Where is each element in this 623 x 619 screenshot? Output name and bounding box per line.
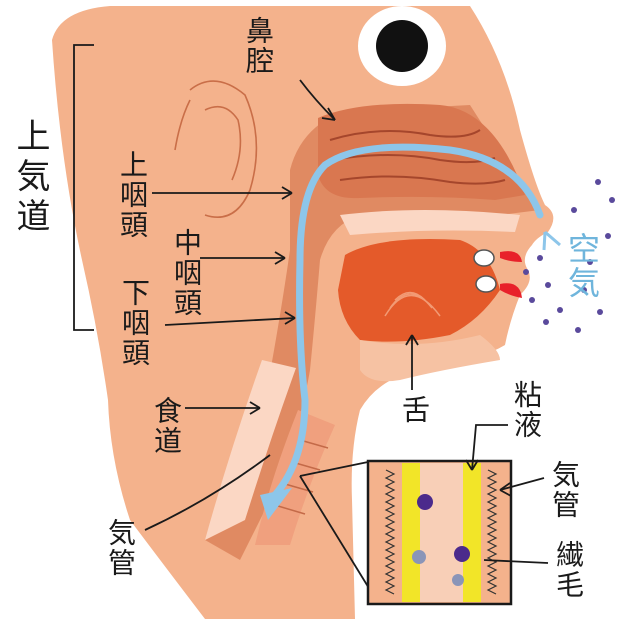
label-nasopharynx: 上咽頭 <box>116 150 149 240</box>
label-inset-trachea: 気管 <box>548 460 581 520</box>
label-air: 空気 <box>565 232 598 300</box>
label-cilia: 繊毛 <box>552 540 585 600</box>
eye <box>358 6 446 86</box>
label-esophagus: 食道 <box>150 396 183 456</box>
label-oropharynx: 中咽頭 <box>170 228 203 318</box>
label-upper-airway: 上気道 <box>10 118 50 238</box>
label-mucus: 粘液 <box>510 380 543 440</box>
label-hypopharynx: 下咽頭 <box>118 278 151 368</box>
label-tongue: 舌 <box>398 395 431 425</box>
label-trachea: 気管 <box>104 518 137 578</box>
label-nasal-cavity: 鼻腔 <box>242 16 275 76</box>
air-intake-arrow <box>544 232 560 250</box>
trachea-inset <box>368 461 511 604</box>
